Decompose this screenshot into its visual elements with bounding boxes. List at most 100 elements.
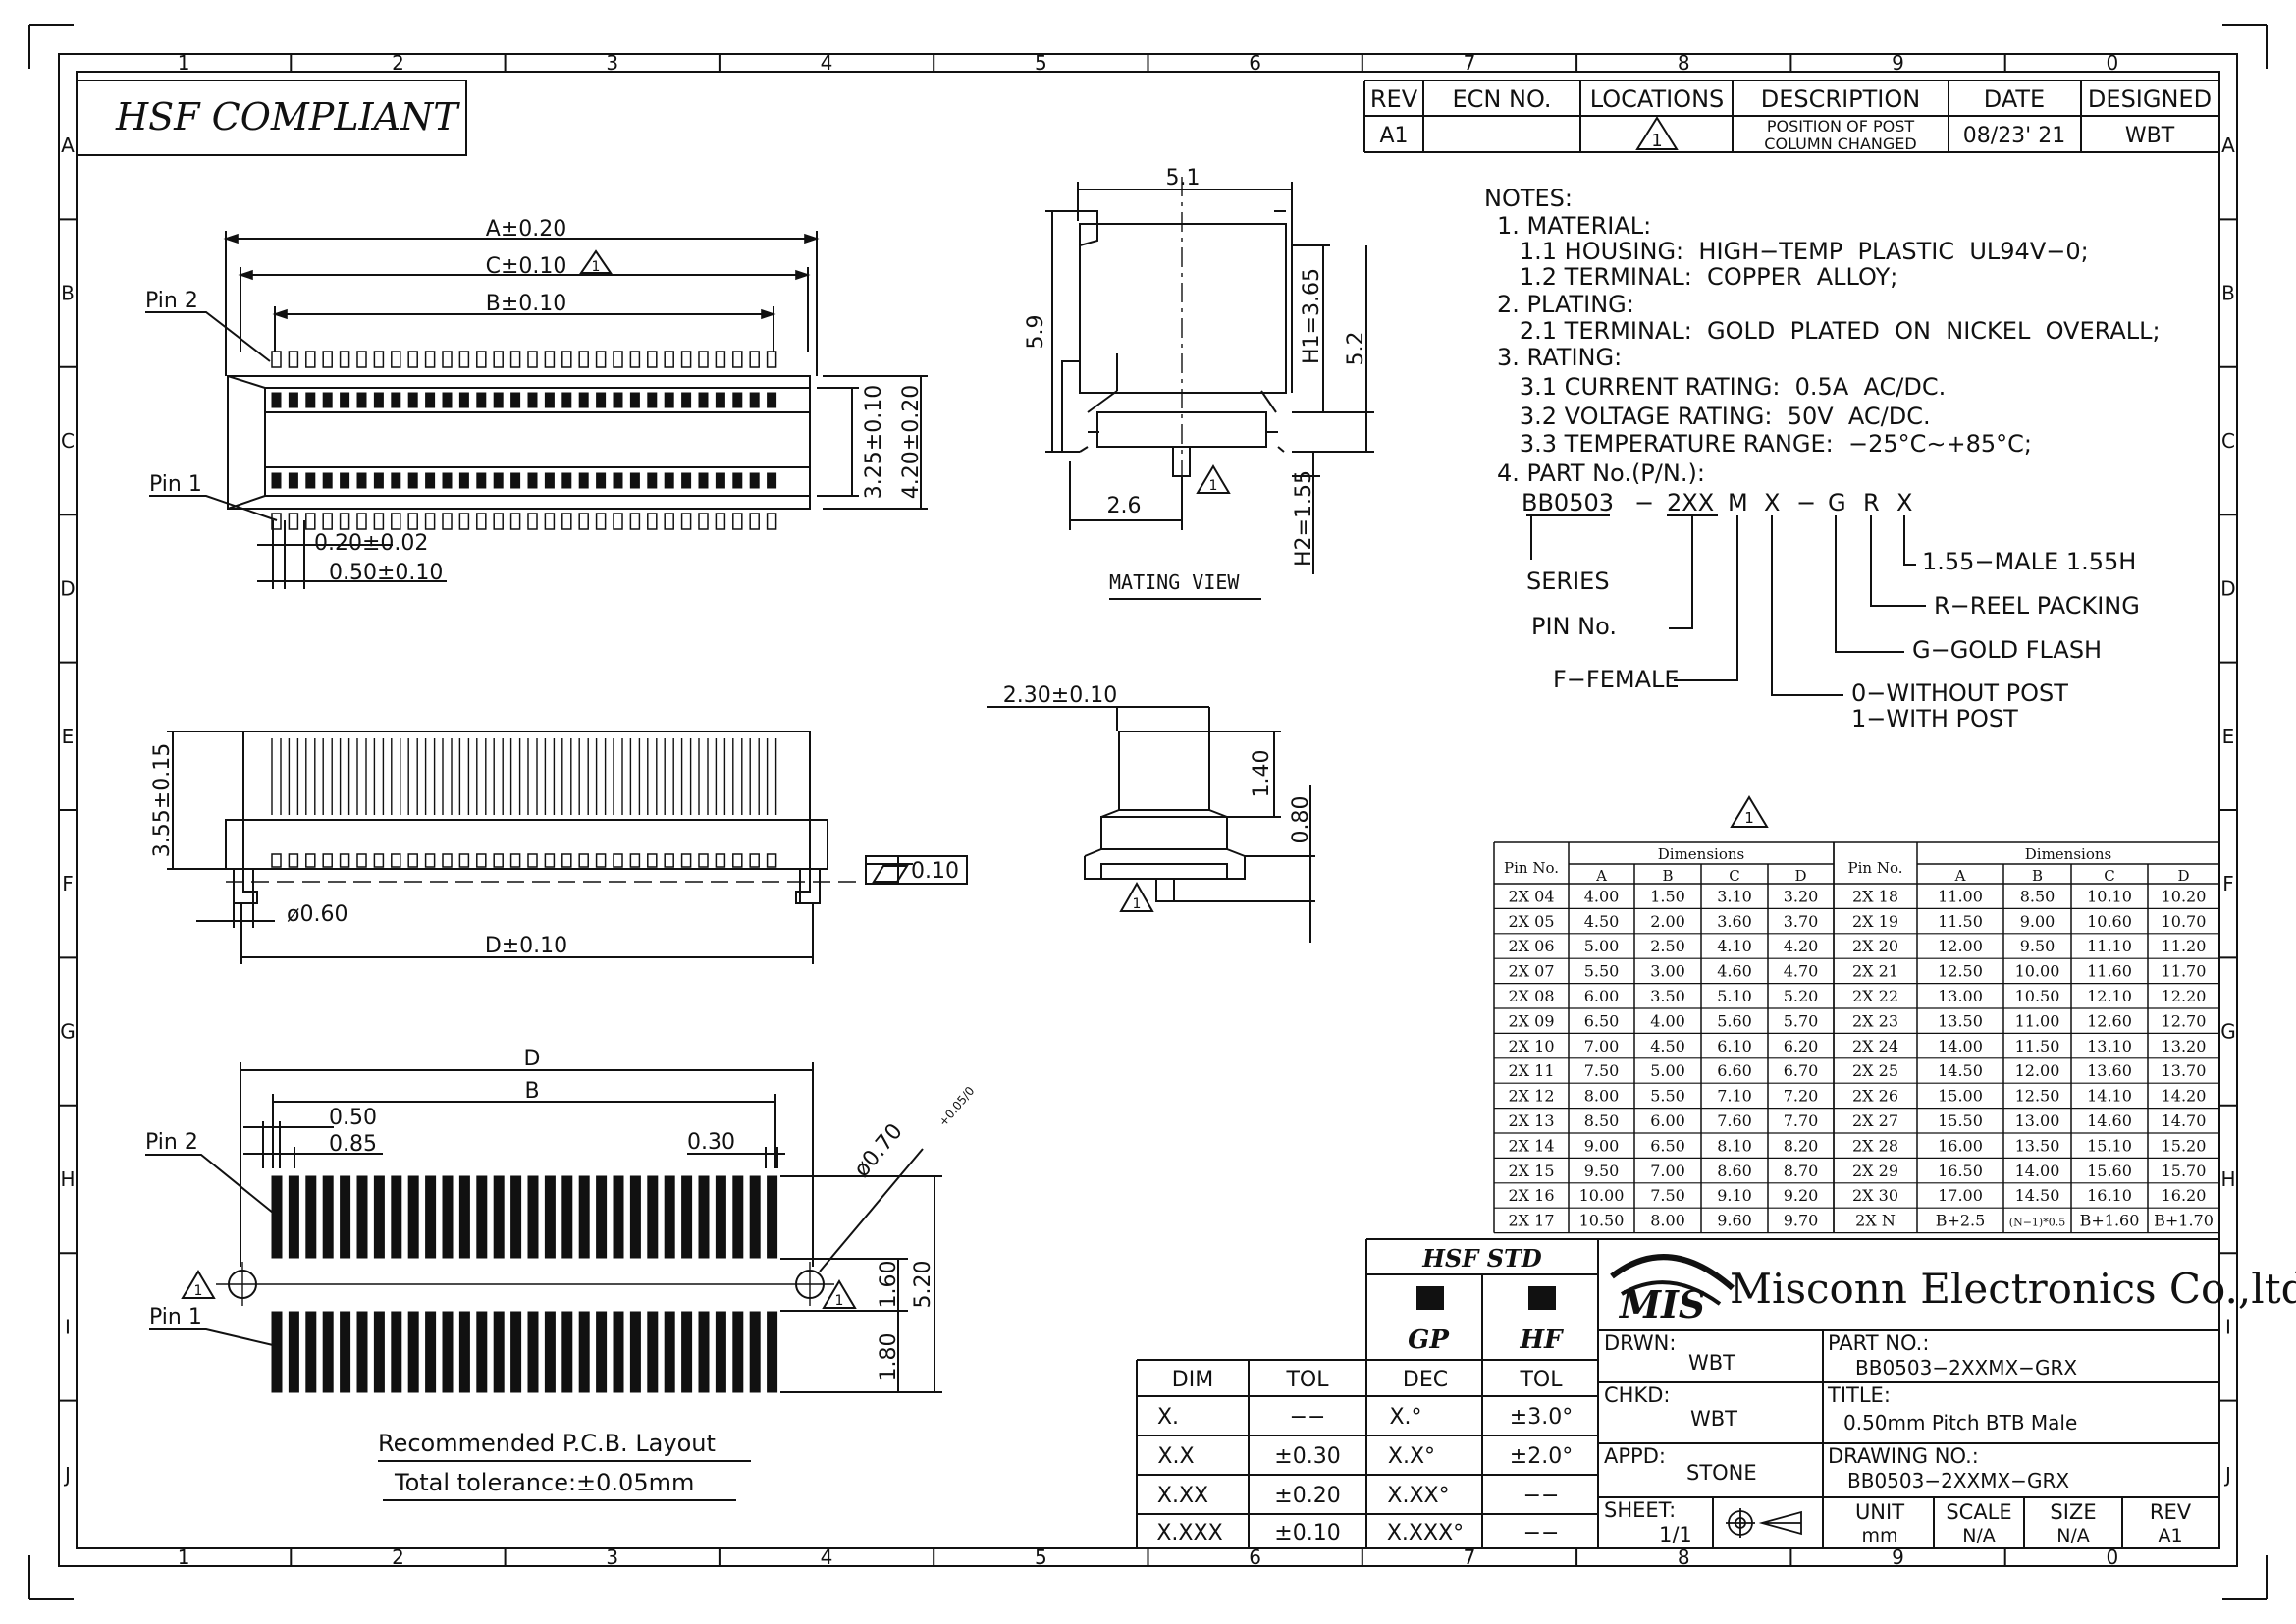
tol-header-tol: TOL (1285, 1368, 1329, 1392)
pcb-pad (732, 1175, 744, 1259)
mating-dim-h1: H1=3.65 (1300, 268, 1324, 364)
dims-cell: 12.50 (2015, 1087, 2060, 1106)
drawing-label: DRAWING NO.: (1828, 1444, 1979, 1468)
dims-cell: 8.50 (1584, 1111, 1620, 1130)
terminal-pin (339, 738, 350, 815)
border-row-label: H (60, 1167, 75, 1191)
border-row-label: E (2222, 725, 2235, 748)
dims-cell: 2X 17 (1508, 1212, 1554, 1230)
pcb-pad (493, 1175, 505, 1259)
pcb-dim-d: D (524, 1047, 541, 1071)
dims-cell: 9.10 (1717, 1186, 1752, 1205)
terminal-pin (613, 472, 623, 489)
pcb-pad (458, 1311, 470, 1393)
dims-cell: 7.60 (1717, 1111, 1752, 1130)
dims-cell: 9.00 (2020, 912, 2056, 931)
dims-cell: 4.50 (1584, 912, 1620, 931)
dims-cell: 11.70 (2162, 962, 2207, 981)
terminal-pin (561, 738, 572, 815)
terminal-pin (493, 738, 504, 815)
dims-col-header: B (1662, 867, 1673, 885)
terminal-pin (373, 738, 385, 815)
pcb-pad (356, 1175, 368, 1259)
dims-cell: 11.10 (2087, 937, 2132, 955)
terminal-pin (578, 351, 589, 368)
dims-col-header: C (2104, 867, 2114, 885)
border-col-label: 8 (1678, 51, 1690, 75)
terminal-pin (698, 853, 709, 868)
pcb-pad (340, 1175, 351, 1259)
dims-cell: 6.00 (1584, 987, 1620, 1005)
pcb-dim-030: 0.30 (687, 1130, 735, 1155)
terminal-pin (681, 472, 692, 489)
terminal-pin (544, 392, 555, 408)
pcb-pad (698, 1311, 710, 1393)
terminal-pin (680, 738, 692, 815)
size-label: SIZE (2050, 1500, 2096, 1524)
dims-cell: B+2.5 (1936, 1212, 1986, 1230)
pcb-dim-520: 5.20 (911, 1261, 935, 1309)
dims-cell: 8.00 (1650, 1212, 1685, 1230)
terminal-pin (391, 351, 401, 368)
pn-dash-2: − (1796, 489, 1816, 516)
notes: NOTES: 1. MATERIAL: 1.1 HOUSING: HIGH−TE… (1484, 185, 2161, 732)
terminal-pin (698, 472, 709, 489)
terminal-pin (680, 513, 692, 530)
pn-legend-leaders (1526, 514, 1926, 696)
hsf-table-title: HSF STD (1421, 1244, 1542, 1272)
chkd-value: WBT (1690, 1407, 1737, 1431)
pcb-pad (596, 1175, 608, 1259)
border-row-label: B (61, 282, 75, 305)
dims-cell: 13.50 (1938, 1011, 1983, 1030)
dims-cell: 14.50 (1938, 1061, 1983, 1080)
sheet-label: SHEET: (1604, 1498, 1676, 1522)
pcb-pin2-label: Pin 2 (145, 1130, 198, 1155)
terminal-pin (305, 853, 316, 868)
dims-cell: 7.10 (1717, 1087, 1752, 1106)
pcb-pad (493, 1311, 505, 1393)
terminal-pin (458, 472, 469, 489)
top-dim-pin-width: 0.20±0.02 (314, 531, 428, 556)
dims-cell: 6.20 (1784, 1037, 1819, 1056)
terminal-pin (732, 351, 743, 368)
dims-cell: 7.70 (1784, 1111, 1819, 1130)
terminal-pin (664, 513, 674, 530)
pcb-pad (442, 1311, 454, 1393)
hsf-row4-tol: −− (1523, 1521, 1560, 1545)
dims-cell: 9.50 (1584, 1162, 1620, 1180)
notes-line-5: 2.1 TERMINAL: GOLD PLATED ON NICKEL OVER… (1497, 317, 2161, 345)
border-col-label: 2 (392, 1545, 404, 1569)
dims-cell: 2X 10 (1508, 1037, 1554, 1056)
terminal-pin (391, 513, 401, 530)
dims-cell: 2X 23 (1852, 1011, 1898, 1030)
terminal-pin (288, 392, 298, 408)
terminal-pin (442, 392, 453, 408)
dims-cell: 2X 15 (1508, 1162, 1554, 1180)
terminal-pin (322, 853, 333, 868)
terminal-pin (391, 738, 401, 815)
dims-cell: 15.70 (2162, 1162, 2207, 1180)
terminal-pin (613, 853, 623, 868)
terminal-pin (680, 351, 692, 368)
terminal-pin (305, 392, 316, 408)
terminal-pin (271, 853, 282, 868)
border-col-label: 5 (1035, 51, 1047, 75)
dims-cell: 8.50 (2020, 887, 2056, 905)
dims-cell: 7.20 (1784, 1087, 1819, 1106)
terminal-pin (629, 853, 641, 868)
dims-cell: 9.20 (1784, 1186, 1819, 1205)
dims-cell: 9.50 (2020, 937, 2056, 955)
terminal-pin (509, 738, 521, 815)
hsf-compliant-box (76, 80, 467, 156)
rev-value-designed: WBT (2125, 124, 2175, 148)
pcb-pad (527, 1175, 539, 1259)
dims-cell: 11.50 (1938, 912, 1983, 931)
end-view: 2.30±0.10 1.40 0.80 1 (987, 683, 1315, 943)
top-view: A±0.20 C±0.10 1 B±0.10 Pin 2 Pin 1 0.20±… (145, 217, 928, 589)
scale-label: SCALE (1946, 1500, 2011, 1524)
dims-cell: 12.70 (2162, 1011, 2207, 1030)
terminal-pin (613, 351, 623, 368)
pcb-caption: Recommended P.C.B. Layout (378, 1430, 716, 1457)
notes-line-10: 4. PART No.(P/N.): (1497, 460, 1705, 487)
pcb-pad (749, 1311, 761, 1393)
